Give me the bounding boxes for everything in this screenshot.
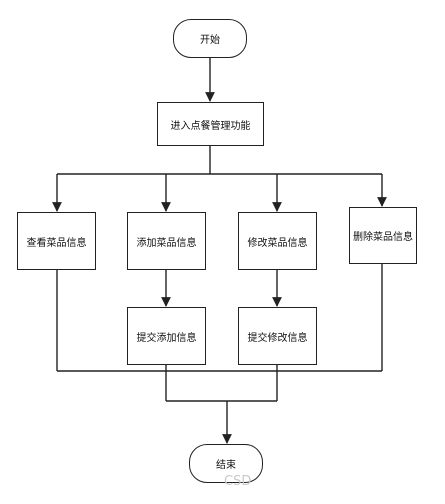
submit-add-node: 提交添加信息: [127, 307, 206, 365]
add-dish-node: 添加菜品信息: [127, 212, 206, 270]
modify-dish-node: 修改菜品信息: [238, 212, 317, 270]
end-node: 结束: [189, 444, 263, 483]
enter-function-node: 进入点餐管理功能: [157, 102, 264, 146]
delete-dish-node: 删除菜品信息: [349, 207, 417, 264]
watermark-text: CSD: [224, 474, 252, 489]
start-node: 开始: [173, 19, 247, 58]
submit-modify-node: 提交修改信息: [238, 307, 317, 365]
view-dish-node: 查看菜品信息: [17, 212, 96, 270]
